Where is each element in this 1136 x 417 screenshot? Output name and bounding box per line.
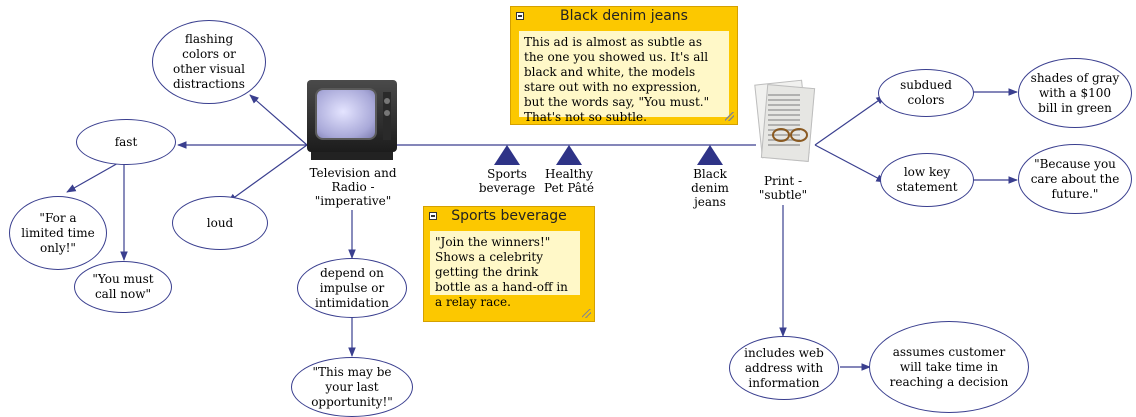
- note-header: Sports beverage: [424, 207, 594, 227]
- node-loud[interactable]: loud: [172, 196, 268, 250]
- marker-black-denim[interactable]: [697, 145, 723, 165]
- resize-grip-icon[interactable]: [582, 309, 591, 318]
- tv-screen: [315, 88, 377, 140]
- node-shades-of-gray[interactable]: shades of gray with a $100 bill in green: [1018, 58, 1132, 128]
- marker-label-jeans: Black denim jeans: [691, 167, 729, 209]
- marker-label-pet: Healthy Pet Pâté: [544, 167, 594, 195]
- node-fast[interactable]: fast: [76, 119, 176, 165]
- note-title: Black denim jeans: [560, 8, 688, 24]
- resize-grip-icon[interactable]: [725, 112, 734, 121]
- marker-healthy-pet[interactable]: [556, 145, 582, 165]
- node-impulse[interactable]: depend on impulse or intimidation: [297, 258, 407, 318]
- note-black-denim-jeans[interactable]: Black denim jeans This ad is almost as s…: [510, 6, 738, 125]
- marker-sports-beverage[interactable]: [494, 145, 520, 165]
- link-tv-loud: [227, 144, 308, 203]
- link-print-lowkey: [814, 144, 886, 183]
- node-subdued-colors[interactable]: subdued colors: [878, 69, 974, 117]
- tv-caption: Television and Radio - "imperative": [309, 166, 397, 208]
- television-icon[interactable]: [307, 80, 397, 160]
- collapse-icon[interactable]: [429, 212, 437, 220]
- collapse-icon[interactable]: [516, 12, 524, 20]
- node-flashing-colors[interactable]: flashing colors or other visual distract…: [152, 20, 266, 104]
- tv-control-panel: [383, 92, 391, 140]
- node-limited-time[interactable]: "For a limited time only!": [9, 196, 107, 270]
- note-title: Sports beverage: [451, 208, 567, 224]
- link-fast-limited: [66, 161, 121, 193]
- link-tv-flashing: [249, 94, 308, 146]
- node-low-key[interactable]: low key statement: [880, 153, 974, 207]
- node-future[interactable]: "Because you care about the future.": [1018, 144, 1132, 214]
- newspaper-icon[interactable]: [754, 79, 816, 162]
- node-call-now[interactable]: "You must call now": [74, 261, 172, 313]
- node-assumes-customer[interactable]: assumes customer will take time in reach…: [869, 321, 1029, 413]
- link-print-subdued: [814, 95, 886, 146]
- note-header: Black denim jeans: [511, 7, 737, 27]
- note-body: This ad is almost as subtle as the one y…: [519, 31, 729, 124]
- note-body: "Join the winners!" Shows a celebrity ge…: [430, 231, 580, 309]
- tv-base: [311, 152, 393, 160]
- print-caption: Print - "subtle": [758, 174, 808, 202]
- eyeglasses-icon: [772, 128, 808, 142]
- node-web-address[interactable]: includes web address with information: [729, 336, 839, 400]
- marker-label-sports: Sports beverage: [478, 167, 536, 195]
- node-last-opportunity[interactable]: "This may be your last opportunity!": [291, 357, 413, 417]
- note-sports-beverage[interactable]: Sports beverage "Join the winners!" Show…: [423, 206, 595, 322]
